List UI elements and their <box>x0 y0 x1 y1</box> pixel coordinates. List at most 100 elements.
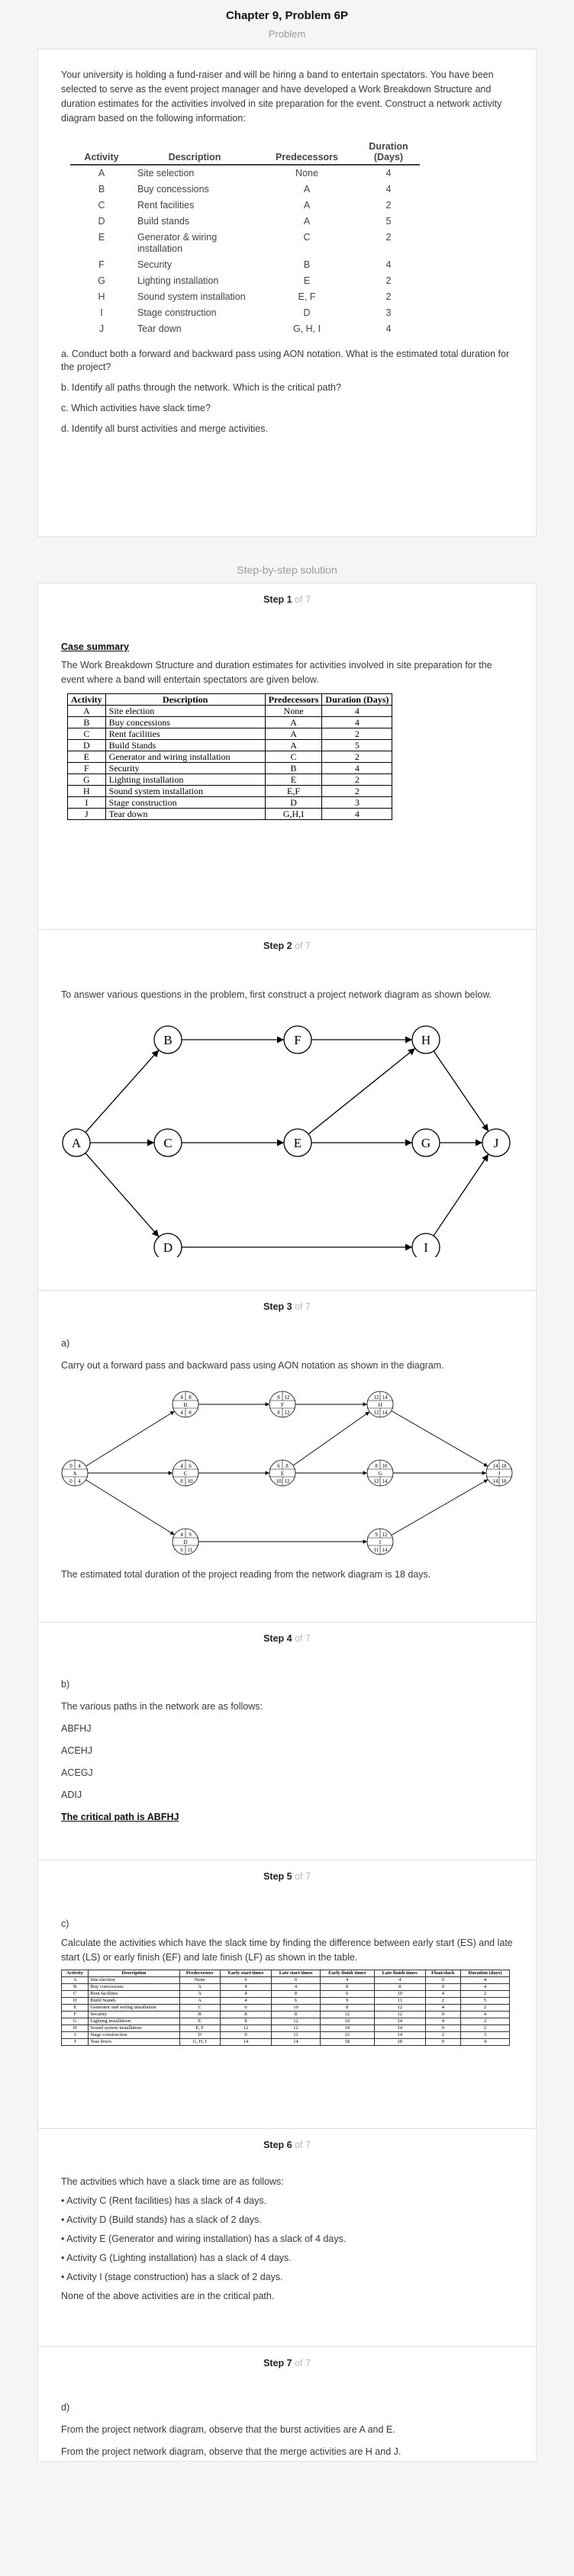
edge-A-B <box>85 1410 175 1467</box>
table-cell: 4 <box>460 1976 511 1984</box>
table-cell: Security <box>88 2011 180 2018</box>
table-cell: 5 <box>385 216 392 227</box>
table-cell: 2 <box>385 291 392 302</box>
activity-id: H <box>378 1402 382 1408</box>
table-cell: None <box>179 1976 221 1984</box>
step-2-text: To answer various questions in the probl… <box>61 989 492 1000</box>
table-cell: D <box>179 2031 221 2039</box>
early-start: 4 <box>180 1532 183 1538</box>
table-cell: 3 <box>321 796 393 809</box>
table-cell: Stage construction <box>88 2031 180 2039</box>
table-cell: H <box>60 2024 89 2032</box>
edge-E-H <box>292 1411 370 1466</box>
table-cell: 2 <box>321 728 393 740</box>
table-cell: 2 <box>460 2024 511 2032</box>
node-label: C <box>163 1136 172 1150</box>
activity-id: F <box>281 1402 284 1408</box>
step-5-heading: Step 5 of 7 <box>263 1871 311 1882</box>
late-start: 12 <box>374 1410 380 1416</box>
step-4-heading: Step 4 of 7 <box>263 1633 311 1644</box>
table-cell: Sound system installation <box>88 2024 180 2032</box>
col-header: Early start times <box>219 1970 272 1977</box>
step-5-part: c) <box>61 1918 69 1929</box>
table-cell: E, F <box>179 2024 221 2032</box>
table-cell: A <box>67 705 106 717</box>
table-cell: F <box>98 259 105 270</box>
step-6-outro: None of the above activities are in the … <box>61 2291 275 2301</box>
table-cell: 8 <box>319 1983 375 1991</box>
step-4-intro: The various paths in the network are as … <box>61 1701 263 1712</box>
step-5-card: Step 5 of 7 c) Calculate the activities … <box>37 1860 537 2129</box>
table-cell: B <box>98 184 105 195</box>
path-2: ACEHJ <box>61 1745 92 1756</box>
early-start: 8 <box>277 1394 280 1401</box>
table-cell: A <box>179 1997 221 2005</box>
node-G: G <box>411 1128 440 1157</box>
late-finish: 8 <box>189 1410 192 1416</box>
late-start: 0 <box>69 1478 73 1484</box>
step-7-part: d) <box>61 2402 70 2413</box>
table-cell: 8 <box>373 1983 426 1991</box>
table-cell: 5 <box>321 739 393 751</box>
table-cell: Rent facilities <box>88 1990 180 1998</box>
table-cell: C <box>179 2004 221 2012</box>
page-title: Chapter 9, Problem 6P <box>225 9 349 22</box>
table-cell: 4 <box>321 762 393 774</box>
late-start: 8 <box>180 1478 183 1484</box>
col-header: Early finish times <box>319 1970 375 1977</box>
table-cell: G <box>67 773 106 786</box>
table-cell: J <box>98 323 105 334</box>
table-cell: 8 <box>219 2011 272 2018</box>
early-start: 9 <box>375 1532 378 1538</box>
table-cell: Site selection <box>137 168 195 178</box>
table-cell: 9 <box>219 2031 272 2039</box>
table-cell: I <box>60 2031 89 2039</box>
table-cell: Sound system installation <box>105 785 266 797</box>
col-header: Duration (Days) <box>357 140 420 166</box>
table-cell: Generator and wiring installation <box>88 2004 180 2012</box>
table-cell: Sound system installation <box>137 291 246 302</box>
step-6-heading: Step 6 of 7 <box>263 2140 311 2150</box>
col-header: Predecessors <box>256 140 357 166</box>
node-B: B <box>153 1025 182 1054</box>
table-cell: 11 <box>271 2031 321 2039</box>
table-cell: B <box>179 2011 221 2018</box>
node-J: J <box>482 1128 511 1157</box>
table-cell: Stage construction <box>137 307 217 318</box>
table-cell: 10 <box>373 1990 426 1998</box>
table-cell: 0 <box>219 1976 272 1984</box>
step-3-heading: Step 3 of 7 <box>263 1301 311 1312</box>
table-cell: D <box>67 739 106 751</box>
table-cell: 4 <box>424 2018 461 2025</box>
table-cell: B <box>60 1983 89 1991</box>
col-header: Float/slack <box>424 1970 461 1977</box>
col-header: Description <box>88 1970 180 1977</box>
table-cell: 4 <box>373 1976 426 1984</box>
step-3-text: Carry out a forward pass and backward pa… <box>61 1360 444 1371</box>
table-cell: 0 <box>424 1976 461 1984</box>
table-cell: 2 <box>385 200 392 211</box>
col-header: Activity <box>60 1970 89 1977</box>
edge-H-J <box>433 1050 489 1132</box>
table-cell: Buy concessions <box>88 1983 180 1991</box>
table-cell: Buy concessions <box>105 716 266 728</box>
early-finish: 9 <box>189 1532 192 1538</box>
table-cell: 14 <box>219 2038 272 2046</box>
table-cell: A <box>303 200 311 211</box>
early-start: 0 <box>69 1463 73 1469</box>
table-cell: H <box>98 291 105 302</box>
